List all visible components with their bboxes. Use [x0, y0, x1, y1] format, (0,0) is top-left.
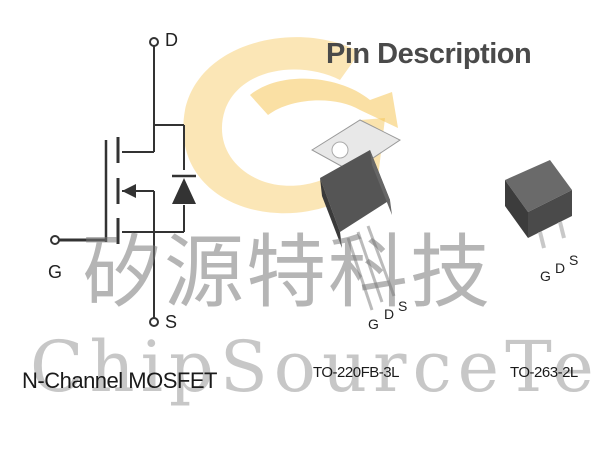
source-label: S [165, 312, 178, 332]
to220-pin-d: D [384, 306, 395, 322]
watermark-chinese-text: 矽源特科技 [82, 226, 492, 319]
to263-pin-d: D [555, 260, 566, 276]
to220-caption: TO-220FB-3L [313, 364, 399, 381]
to220-pin-s: S [398, 298, 408, 314]
to220-pin-g: G [368, 316, 379, 332]
to220-package-icon [311, 119, 401, 311]
page-title: Pin Description [326, 38, 532, 70]
drain-label: D [165, 30, 178, 50]
source-terminal [149, 317, 159, 327]
to263-package-icon [505, 160, 572, 249]
gate-label: G [48, 262, 63, 282]
watermark-english-text: ChipSourceTek [30, 326, 600, 408]
to263-pin-s: S [569, 252, 579, 268]
mosfet-caption: N-Channel MOSFET [22, 368, 217, 393]
to263-pin-g: G [540, 268, 551, 284]
body-diode-icon [172, 178, 196, 204]
to263-caption: TO-263-2L [510, 364, 578, 381]
